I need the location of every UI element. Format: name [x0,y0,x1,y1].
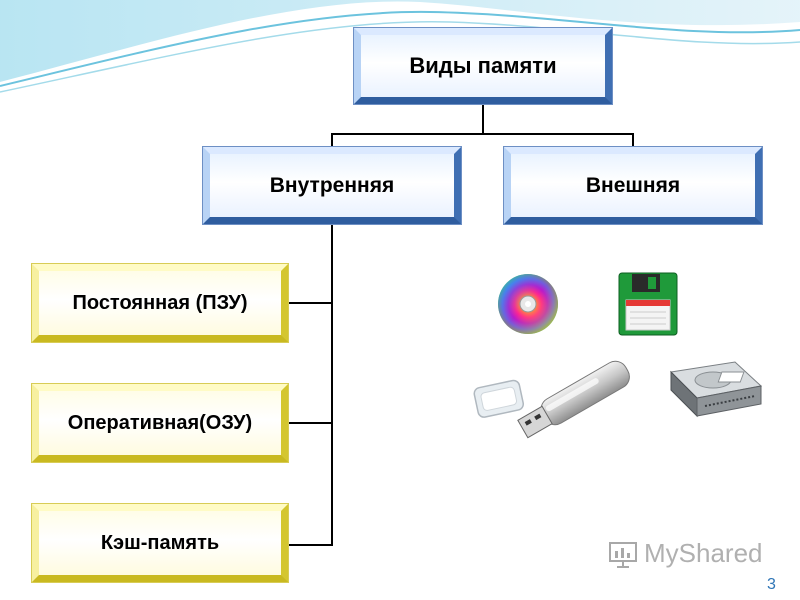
cd-disc-icon [498,274,558,334]
cache-label: Кэш-память [100,531,220,554]
connector-to-ram [288,422,333,424]
ram-node: Оперативная(ОЗУ) [32,384,288,462]
usb-flash-drive-icon [473,360,630,439]
root-node: Виды памяти [354,28,612,104]
cache-node: Кэш-память [32,504,288,582]
internal-memory-label: Внутренняя [269,173,395,197]
connector-to-rom [288,302,333,304]
external-memory-node: Внешняя [504,147,762,224]
hard-drive-icon [669,361,763,418]
presentation-board-icon [609,541,637,568]
rom-node: Постоянная (ПЗУ) [32,264,288,342]
background-wave [0,0,800,93]
watermark-text: MyShared [644,538,763,568]
connector-to-internal [331,133,333,147]
slide-number: 3 [767,576,776,593]
connector-level1-horizontal [331,133,634,135]
connector-to-cache [288,544,333,546]
rom-label: Постоянная (ПЗУ) [72,291,248,314]
watermark: MyShared [608,538,763,569]
connector-root-down [482,104,484,134]
internal-memory-node: Внутренняя [203,147,461,224]
connector-internal-trunk [331,224,333,546]
connector-to-external [632,133,634,147]
floppy-disk-icon [618,272,678,336]
external-memory-label: Внешняя [585,173,681,197]
root-node-label: Виды памяти [409,53,557,78]
ram-label: Оперативная(ОЗУ) [67,411,253,434]
